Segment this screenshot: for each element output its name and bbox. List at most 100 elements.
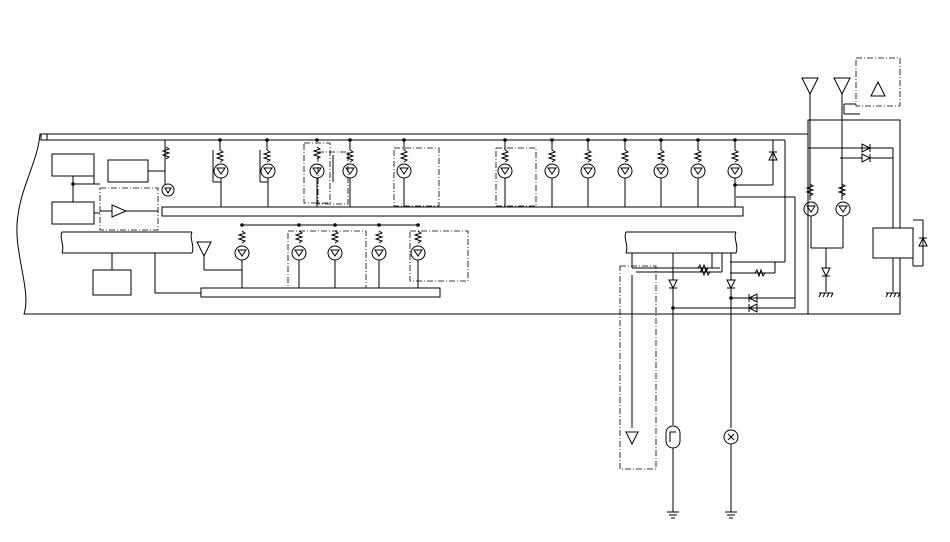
ground-icon <box>667 511 679 519</box>
antenna-icon <box>625 431 639 446</box>
transistor-icon <box>213 163 229 179</box>
transistor-icon <box>803 201 819 217</box>
led-driver-stage <box>371 223 387 288</box>
driver-stage-lower-row <box>234 223 469 290</box>
amplifier-icon <box>870 80 886 97</box>
transistor-icon <box>342 163 358 179</box>
ground-icon <box>885 292 901 298</box>
transistor-icon <box>291 245 307 261</box>
diode-icon <box>668 279 678 290</box>
led-driver-stage-optional <box>393 138 440 207</box>
resistor-icon <box>374 230 384 244</box>
amplifier-icon <box>111 204 128 218</box>
external-section-right <box>801 57 928 314</box>
resistor-icon <box>547 149 557 163</box>
resistor-icon <box>656 149 666 163</box>
resistor-icon <box>699 267 711 277</box>
diode-icon <box>747 303 758 313</box>
resistor-icon <box>413 230 423 244</box>
transistor-icon <box>497 163 513 179</box>
driver-stage-upper-row <box>161 138 778 207</box>
bulb-icon <box>665 425 681 449</box>
diode-icon <box>861 153 872 163</box>
led-driver-stage-optional <box>495 138 537 207</box>
amplifier-subassembly <box>99 187 159 231</box>
resistor-icon <box>500 149 510 163</box>
diode-icon <box>768 150 778 161</box>
resistor-icon <box>730 149 740 163</box>
diode-icon <box>918 236 928 247</box>
control-module-left <box>51 153 165 231</box>
led-driver-stage <box>653 138 669 207</box>
transistor-icon <box>327 245 343 261</box>
led-driver-stage <box>327 223 343 288</box>
antenna-icon <box>196 241 212 258</box>
connector-pin-icon <box>40 133 48 141</box>
ground-icon <box>725 511 737 519</box>
led-driver-stage <box>544 138 560 207</box>
optional-equipment-box <box>409 230 469 282</box>
transistor-icon <box>234 245 250 261</box>
led-driver-stage <box>291 223 307 288</box>
module-block-a <box>51 153 95 177</box>
resistor-icon <box>583 149 593 163</box>
transistor-icon <box>580 163 596 179</box>
control-bus-lower <box>200 287 441 298</box>
diode-icon <box>861 143 872 153</box>
diode-icon <box>747 293 758 303</box>
led-driver-stage <box>212 138 229 207</box>
led-driver-stage <box>259 138 276 207</box>
led-driver-stage <box>580 138 596 207</box>
led-driver-stage <box>410 223 426 288</box>
resistor-icon <box>805 183 815 197</box>
resistor-icon <box>312 146 322 160</box>
led-driver-stage <box>727 138 778 207</box>
resistor-icon <box>620 149 630 163</box>
led-driver-stage-optional <box>303 138 349 207</box>
transistor-icon <box>835 201 851 217</box>
resistor-icon <box>345 149 355 163</box>
optional-equipment-box <box>855 57 901 107</box>
module-block-b <box>51 201 95 225</box>
transistor-icon <box>617 163 633 179</box>
led-driver-stage <box>161 146 175 197</box>
transistor-icon <box>653 163 669 179</box>
left-connector-band <box>60 231 242 296</box>
diode-icon <box>821 267 831 278</box>
transistor-icon <box>727 163 743 179</box>
resistor-icon <box>215 149 225 163</box>
ground-icon <box>818 292 834 298</box>
diode-icon <box>726 279 736 290</box>
control-bus-upper <box>161 206 744 217</box>
transistor-icon <box>309 163 325 179</box>
led-driver-stage <box>342 138 358 207</box>
transistor-icon <box>410 245 426 261</box>
resistor-icon <box>754 268 766 278</box>
resistor-icon <box>837 183 847 197</box>
right-connector-band <box>624 196 796 308</box>
resistor-icon <box>330 230 340 244</box>
optional-equipment-box <box>495 147 537 207</box>
transistor-icon <box>690 163 706 179</box>
resistor-icon <box>237 230 247 244</box>
optional-equipment-box <box>393 147 440 207</box>
optional-equipment-box <box>619 265 657 470</box>
module-block-d <box>92 269 132 296</box>
resistor-icon <box>693 149 703 163</box>
antenna-icon <box>801 77 819 96</box>
resistor-icon <box>294 230 304 244</box>
led-driver-stage <box>617 138 633 207</box>
resistor-icon <box>262 149 272 163</box>
unit-housing-outline <box>16 119 901 315</box>
led-driver-stage <box>690 138 706 207</box>
resistor-icon <box>399 149 409 163</box>
lamp-output-circuit <box>619 253 795 519</box>
module-block-c <box>107 159 149 183</box>
transistor-icon <box>544 163 560 179</box>
optional-equipment-box <box>287 230 367 290</box>
resistor-icon <box>161 146 171 160</box>
led-driver-stage <box>234 223 250 288</box>
antenna-icon <box>833 77 851 96</box>
transistor-icon <box>260 163 276 179</box>
transistor-icon <box>371 245 387 261</box>
